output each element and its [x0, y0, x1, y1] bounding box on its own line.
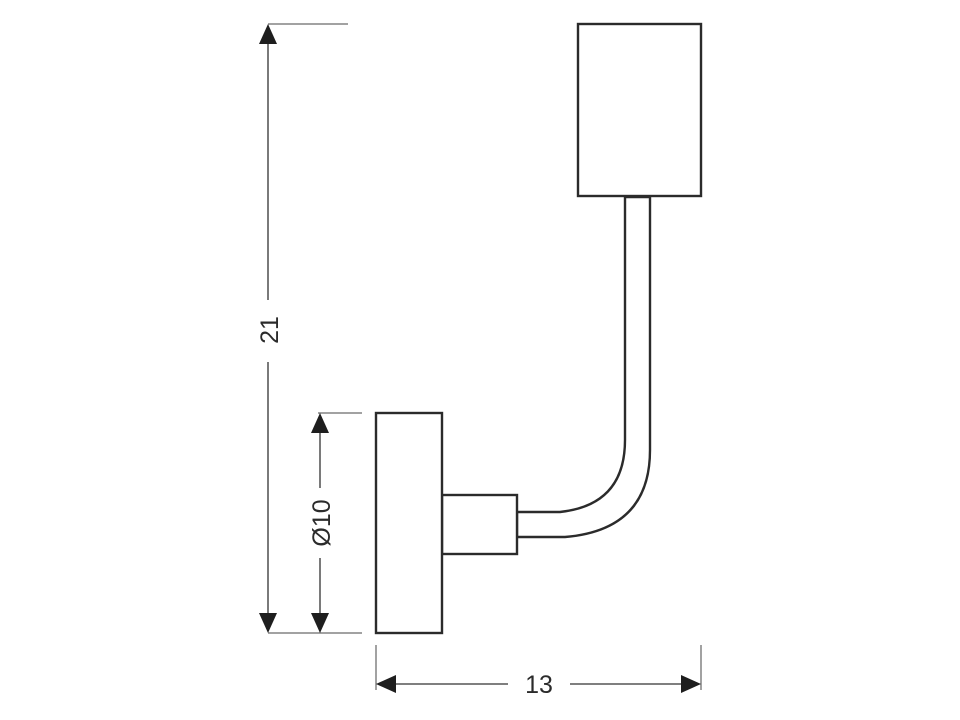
height-dimension: 21 — [256, 24, 284, 633]
height-label: 21 — [256, 316, 284, 344]
arrow-right-icon — [681, 675, 701, 693]
wall-base-plate — [374, 411, 444, 635]
diameter-dimension: Ø10 — [308, 413, 336, 633]
arrow-down-icon — [259, 613, 277, 633]
projection-label: 13 — [525, 671, 553, 699]
arrow-up-icon — [311, 413, 329, 433]
arrow-left-icon — [376, 675, 396, 693]
lamp-body — [374, 22, 703, 635]
arrow-down-icon — [311, 613, 329, 633]
projection-dimension: 13 — [376, 671, 701, 699]
curved-arm — [515, 195, 652, 539]
diameter-label: Ø10 — [308, 499, 336, 546]
arm-connector — [440, 493, 519, 556]
arrow-up-icon — [259, 24, 277, 44]
lamp-shade — [576, 22, 703, 198]
